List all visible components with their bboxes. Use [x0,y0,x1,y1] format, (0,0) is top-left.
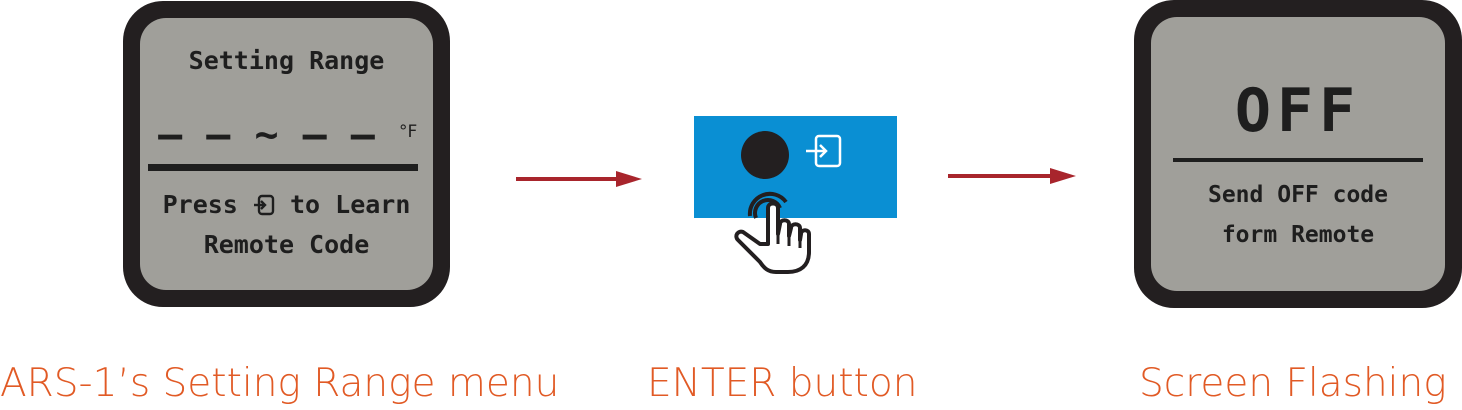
press-label: Press [162,190,238,219]
caption-enter-button: ENTER button [647,361,918,406]
lcd-screen-setting-range: Setting Range – – ~ – – °F Press to Lear… [140,18,433,290]
caption-screen-flashing: Screen Flashing [1139,361,1447,406]
lcd-screen-off: OFF Send OFF code form Remote [1151,17,1445,291]
caption-setting-range-menu: ARS-1’s Setting Range menu [0,361,560,406]
flow-arrow-2 [948,168,1076,184]
off-title: OFF [1234,76,1362,146]
lcd-instruction-line1: Press to Learn [140,190,433,220]
unit-label: °F [399,122,418,142]
lcd-device-off: OFF Send OFF code form Remote [1134,0,1462,308]
lcd-divider [148,164,418,171]
enter-button[interactable] [741,131,789,179]
lcd-device-setting-range: Setting Range – – ~ – – °F Press to Lear… [123,1,450,307]
enter-button-panel [694,116,897,218]
lcd-title: Setting Range [188,46,385,75]
lcd-message-line2: form Remote [1221,222,1375,248]
hand-pointer-icon [734,191,811,274]
enter-icon [253,194,275,216]
lcd-message-line1: Send OFF code [1207,182,1388,208]
flow-arrow-1 [516,171,642,187]
enter-icon [806,134,842,168]
lcd-divider [1173,158,1423,162]
learn-label: to Learn [289,190,411,219]
range-display: – – ~ – – [140,113,393,157]
lcd-instruction-line2: Remote Code [203,230,370,259]
range-value: – – ~ – – [158,112,375,158]
